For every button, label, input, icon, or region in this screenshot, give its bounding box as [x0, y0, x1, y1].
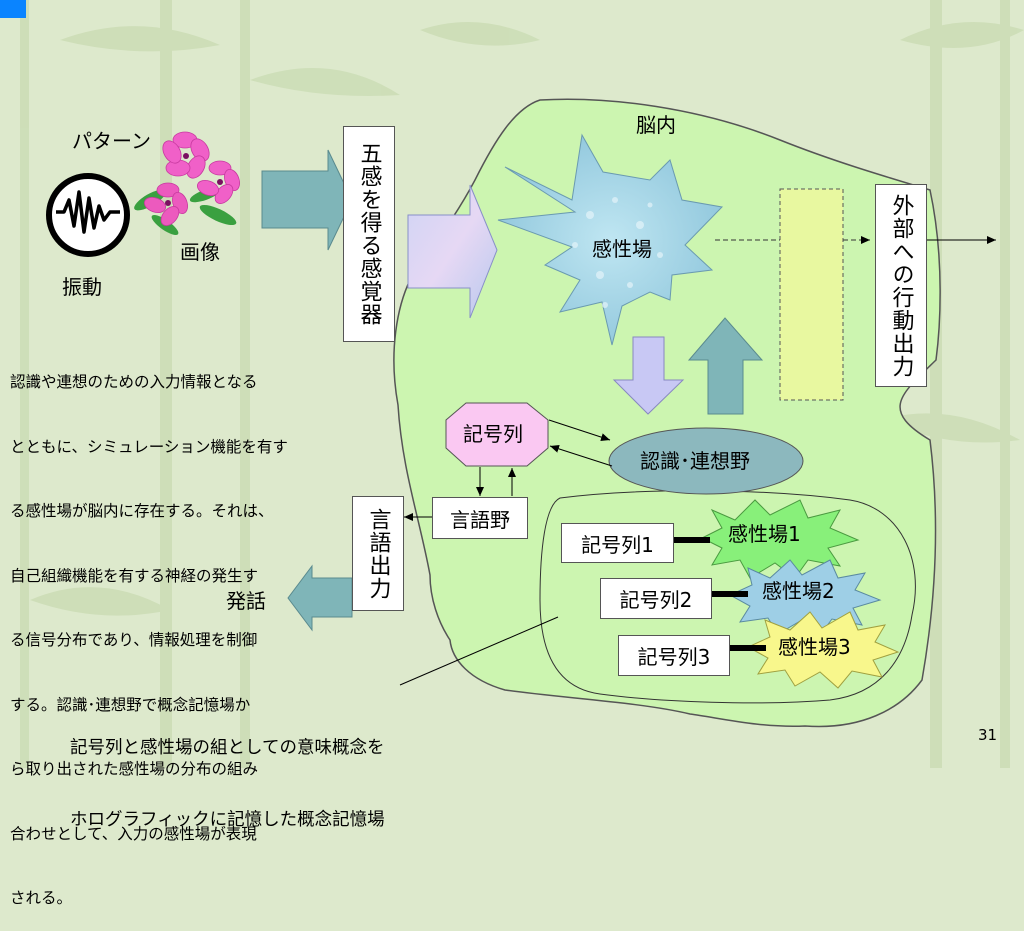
- kansei-star-3: [746, 611, 900, 689]
- description-line: 自己組織機能を有する神経の発生す: [10, 566, 259, 585]
- pair-bar-3: [730, 645, 766, 651]
- gengoya-box: 言語野: [432, 497, 528, 539]
- caption-connector: [399, 616, 559, 686]
- water-drop-texture: [572, 197, 663, 308]
- caption: 記号列と感性場の組としての意味概念を ホログラフィックに記憶した概念記憶場: [70, 688, 385, 856]
- label-kigouretsu: 記号列: [463, 422, 523, 446]
- label-hatsuwa: 発話: [226, 589, 266, 613]
- caption-line: ホログラフィックに記憶した概念記憶場: [70, 810, 385, 830]
- slide-corner-marker: [0, 0, 26, 18]
- label-image: 画像: [180, 240, 220, 264]
- gengo-output-box: 言語出力: [352, 496, 404, 611]
- kigouretsu-1-box: 記号列1: [561, 523, 674, 563]
- kansei-star-1: [700, 499, 860, 579]
- down-arrow: [612, 336, 685, 415]
- label-kansei-1: 感性場1: [728, 522, 801, 546]
- waveform-icon: [46, 173, 130, 257]
- description-line: とともに、シミュレーション機能を有す: [10, 437, 288, 456]
- oct-to-ellipse-arrow: [548, 419, 611, 441]
- up-arrow: [687, 317, 764, 415]
- input-arrow: [261, 149, 353, 251]
- diagram-canvas: [20, 0, 1024, 768]
- kigouretsu-3-box: 記号列3: [618, 635, 730, 676]
- kigouretsu-2-box: 記号列2: [600, 578, 712, 619]
- ellipse-to-oct-arrow: [549, 444, 613, 467]
- kigouretsu-octagon: [445, 402, 549, 467]
- label-kansei-3: 感性場3: [778, 635, 851, 659]
- gokan-box: 五感を得る感覚器: [343, 126, 395, 342]
- label-ninshiki: 認識･連想野: [640, 449, 750, 473]
- description-line: る感性場が脳内に存在する。それは、: [10, 502, 274, 520]
- caption-line: 記号列と感性場の組としての意味概念を: [70, 738, 385, 758]
- description-line: される。: [10, 889, 73, 907]
- description-line: する。認識･連想野で概念記憶場か: [10, 695, 251, 714]
- description-line: る信号分布であり、情報処理を制御: [10, 631, 258, 649]
- description-line: 認識や連想のための入力情報となる: [10, 373, 258, 391]
- label-pattern: パターン: [72, 129, 151, 153]
- slide: パターン 画像 振動 脳内 感性場 五感を得る感覚器 外部への行動出力 記号列 …: [0, 0, 1024, 907]
- kansei-ba-star: [497, 133, 724, 346]
- external-output-box: 外部への行動出力: [875, 184, 927, 387]
- output-processor: [779, 188, 844, 401]
- pair-bar-2: [712, 591, 748, 597]
- label-kansei-ba: 感性場: [592, 237, 652, 261]
- page-number: 31: [978, 726, 998, 744]
- label-kansei-2: 感性場2: [762, 579, 835, 603]
- label-vibration: 振動: [62, 275, 102, 299]
- pair-bar-1: [674, 537, 710, 543]
- speech-arrow: [287, 564, 353, 632]
- bamboo-background: [20, 0, 1024, 768]
- label-brain: 脳内: [636, 113, 676, 137]
- ninshiki-ellipse: [608, 427, 804, 495]
- flower-icon: [134, 131, 240, 236]
- sense-to-field-arrow: [407, 184, 498, 319]
